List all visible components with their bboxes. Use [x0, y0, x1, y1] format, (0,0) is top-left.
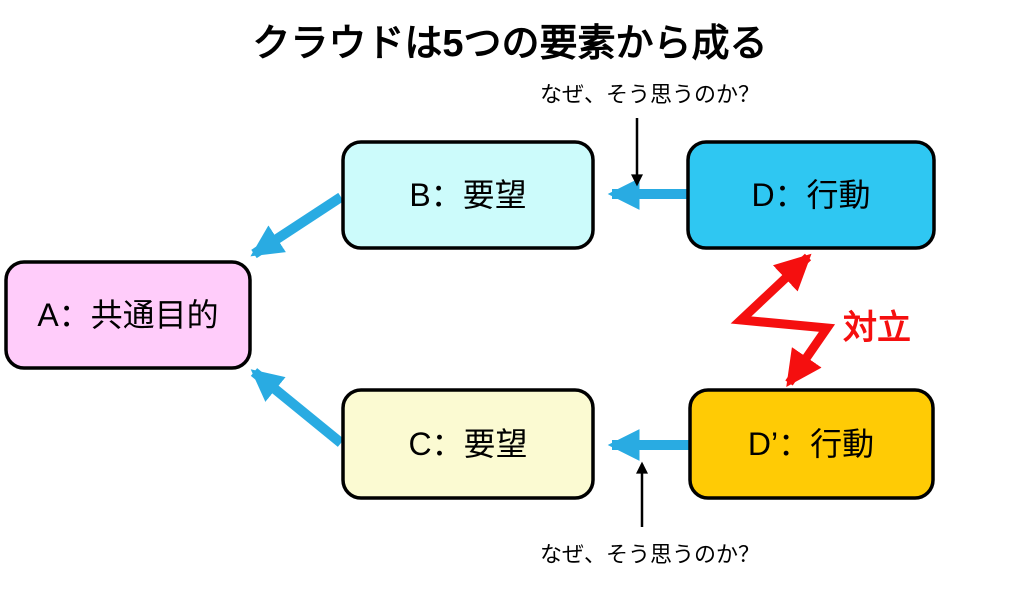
why-annotation-bottom: なぜ、そう思うのか？ [540, 542, 760, 567]
node-d2-box [688, 388, 935, 500]
node-d2-label: D’：行動 [748, 426, 874, 462]
node-b: B：要望 [341, 140, 595, 250]
node-d-label: D：行動 [751, 177, 870, 213]
node-c-box [341, 388, 595, 500]
conflict-zigzag-arrow [730, 253, 836, 387]
node-b-box [341, 140, 595, 250]
diagram-title: クラウドは5つの要素から成る [252, 23, 767, 65]
arrow-c-to-a [250, 368, 345, 447]
node-a: A：共通目的 [4, 260, 252, 370]
node-d2: D’：行動 [688, 388, 935, 500]
node-a-label: A：共通目的 [37, 297, 218, 333]
node-b-label: B：要望 [409, 177, 526, 213]
conflict-annotation: 対立 [843, 309, 911, 347]
node-d-box [686, 140, 936, 250]
arrow-b-to-a [250, 192, 344, 259]
node-c: C：要望 [341, 388, 595, 500]
node-a-box [4, 260, 252, 370]
why-annotation-top: なぜ、そう思うのか？ [540, 82, 760, 107]
node-c-label: C：要望 [408, 426, 527, 462]
node-d: D：行動 [686, 140, 936, 250]
